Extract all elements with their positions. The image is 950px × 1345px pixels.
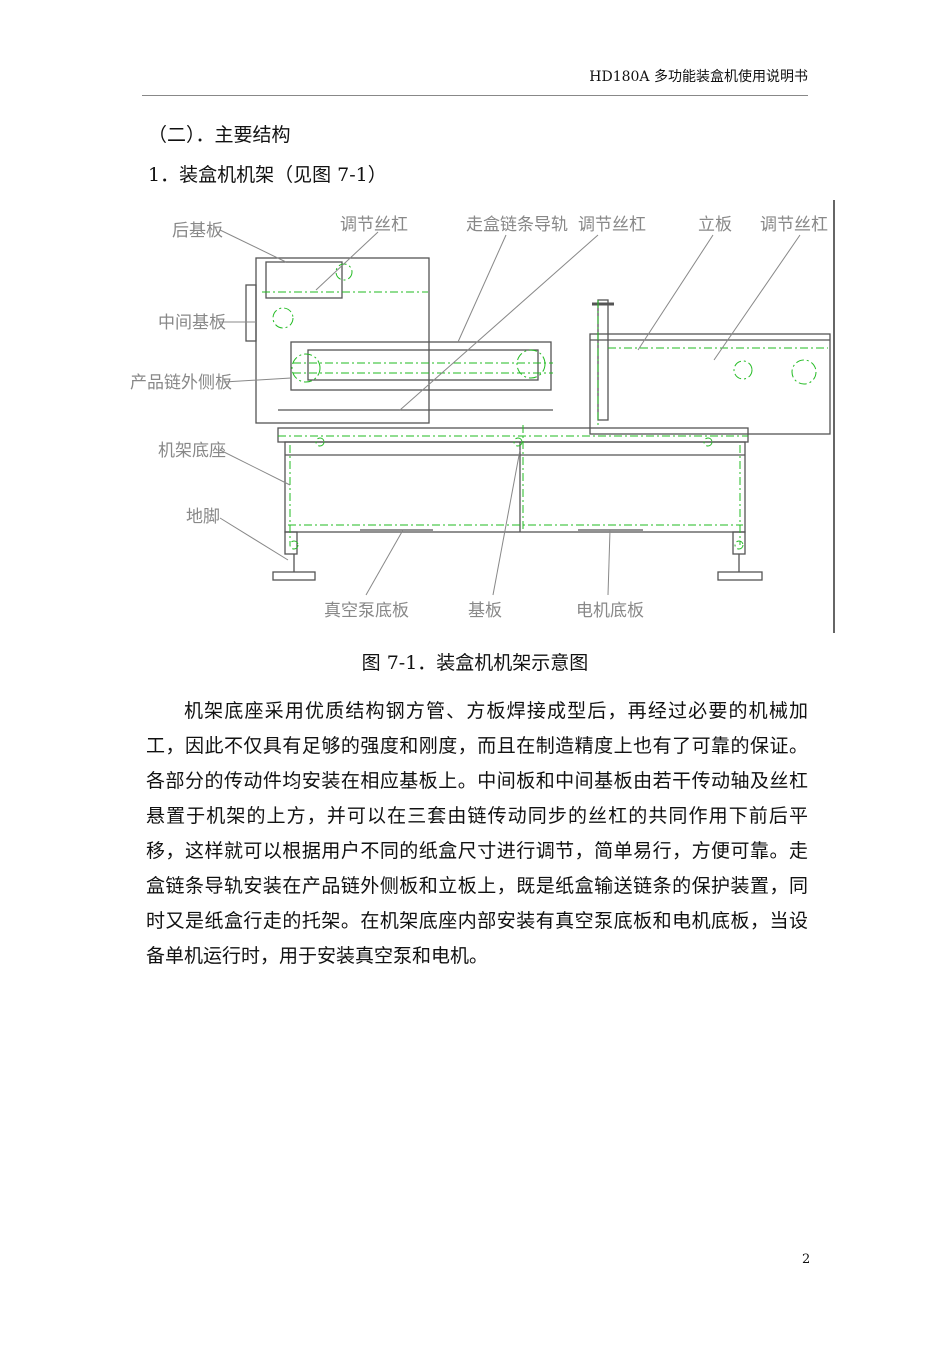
diagram-labels: 后基板 调节丝杠 走盒链条导轨 调节丝杠 立板 调节丝杠 中间基板 产品链外侧板… bbox=[130, 215, 828, 621]
label-adjust-screw-3: 调节丝杠 bbox=[760, 215, 828, 235]
label-frame-base: 机架底座 bbox=[158, 441, 226, 461]
label-foot: 地脚 bbox=[186, 507, 220, 527]
figure-caption: 图 7-1．装盒机机架示意图 bbox=[361, 652, 589, 674]
running-header: HD180A 多功能装盒机使用说明书 bbox=[589, 69, 808, 85]
page-number: 2 bbox=[802, 1252, 811, 1267]
frame-drawing-svg: 后基板 调节丝杠 走盒链条导轨 调节丝杠 立板 调节丝杠 中间基板 产品链外侧板… bbox=[130, 200, 835, 633]
frame-structure bbox=[245, 257, 831, 581]
label-rear-plate: 后基板 bbox=[172, 221, 223, 241]
machine-frame-diagram: 后基板 调节丝杠 走盒链条导轨 调节丝杠 立板 调节丝杠 中间基板 产品链外侧板… bbox=[128, 200, 836, 633]
header-rule bbox=[142, 95, 808, 96]
label-chain-outer-plate: 产品链外侧板 bbox=[130, 373, 232, 393]
subsection-title: 1．装盒机机架（见图 7-1） bbox=[148, 164, 387, 186]
label-middle-plate: 中间基板 bbox=[158, 313, 226, 333]
label-vertical-plate: 立板 bbox=[698, 215, 732, 235]
label-motor-plate: 电机底板 bbox=[576, 601, 644, 621]
green-centerlines bbox=[262, 263, 828, 550]
label-adjust-screw-1: 调节丝杠 bbox=[340, 215, 408, 235]
section-title: （二）．主要结构 bbox=[148, 124, 291, 146]
label-vacuum-pump-plate: 真空泵底板 bbox=[324, 601, 409, 621]
leader-lines bbox=[219, 229, 801, 596]
label-base-plate: 基板 bbox=[468, 601, 502, 621]
label-adjust-screw-2: 调节丝杠 bbox=[578, 215, 646, 235]
body-paragraph: 机架底座采用优质结构钢方管、方板焊接成型后，再经过必要的机械加工，因此不仅具有足… bbox=[146, 700, 808, 967]
label-box-chain-rail: 走盒链条导轨 bbox=[466, 215, 568, 235]
